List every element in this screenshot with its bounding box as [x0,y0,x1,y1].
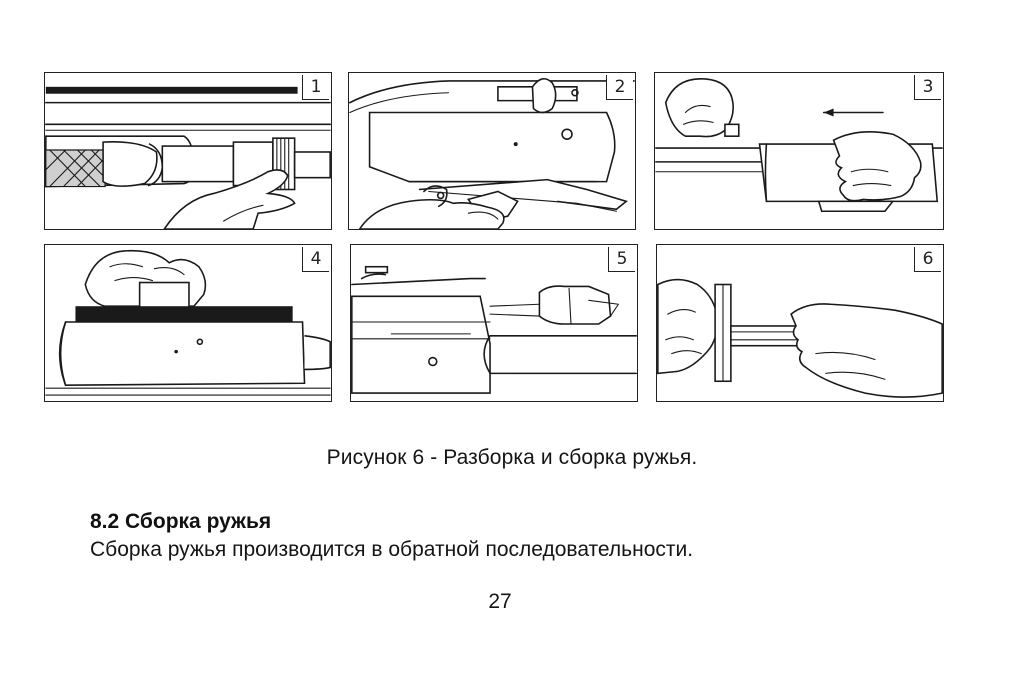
disassembly-figure: 1 2 [44,72,944,402]
figure-panel-5: 5 [350,244,638,402]
figure-panel-4: 4 [44,244,332,402]
receiver-top-illustration [45,249,331,396]
forend-slide-off-illustration [655,78,943,213]
panel-number: 1 [302,75,329,100]
page-number: 27 [488,590,512,613]
bolt-removal-illustration [349,78,635,229]
section-heading: 8.2 Сборка ружья [90,510,272,533]
figure-panel-3: 3 [654,72,944,230]
barrel-nut-unscrew-illustration [45,86,331,229]
figure-caption: Рисунок 6 - Разборка и сборка ружья. [326,446,698,469]
magazine-tube-illustration [657,278,943,398]
figure-panel-6: 6 [656,244,944,402]
figure-panel-2: 2 [348,72,636,230]
figure-panel-1: 1 [44,72,332,230]
panel-number: 2 [606,75,633,100]
panel-number: 6 [914,247,941,272]
section-body-text: Сборка ружья производится в обратной пос… [90,538,694,561]
panel-number: 3 [914,75,941,100]
panel-number: 5 [608,247,635,272]
panel-number: 4 [302,247,329,272]
trigger-group-illustration [351,265,637,394]
